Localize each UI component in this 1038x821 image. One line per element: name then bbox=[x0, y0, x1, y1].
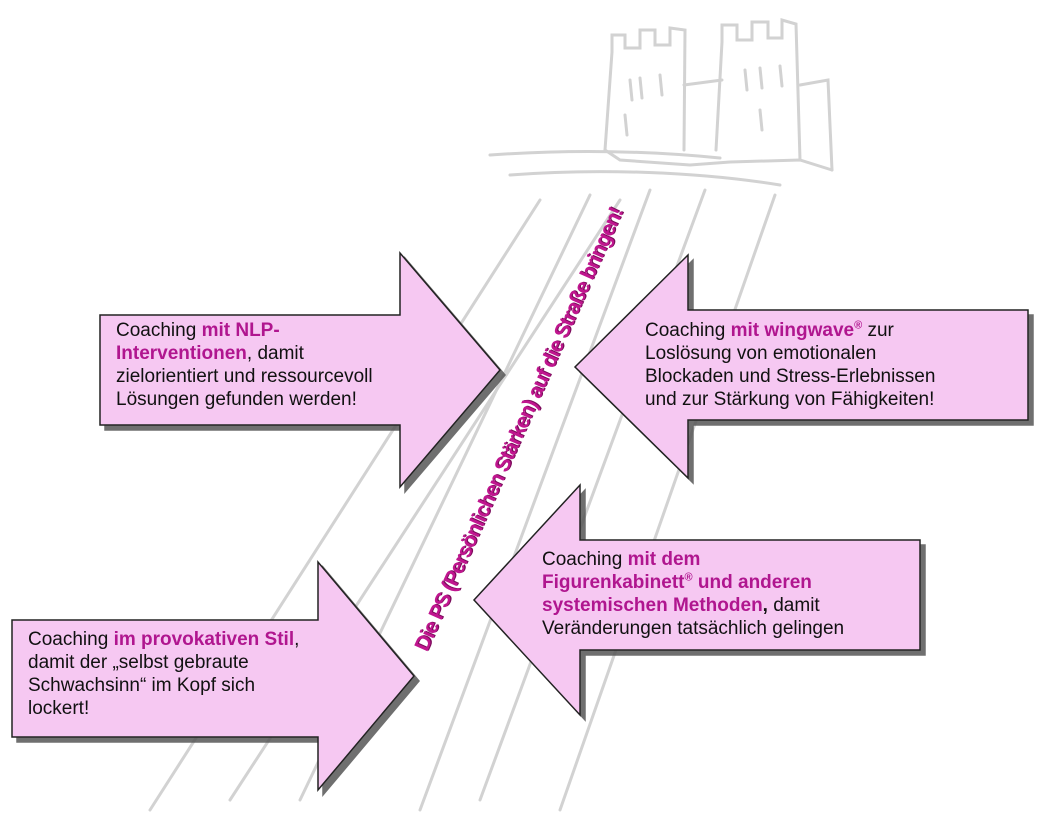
nlp-text-1: , damit bbox=[246, 343, 304, 364]
nlp-text-2: zielorientiert und ressourcevoll bbox=[116, 366, 373, 387]
provokativ-highlight: im provokativen Stil bbox=[113, 629, 295, 650]
provokativ-comma: , bbox=[294, 629, 300, 650]
figuren-registered: ® bbox=[684, 571, 693, 584]
nlp-prefix: Coaching bbox=[116, 320, 202, 341]
arrow-nlp bbox=[99, 250, 501, 490]
figuren-comma: , bbox=[762, 595, 768, 616]
figuren-text-1: damit bbox=[767, 595, 820, 616]
arrow-wingwave-text: Coaching mit wingwave® zur Loslösung von… bbox=[645, 319, 935, 411]
arrow-figurenkabinett-text: Coaching mit dem Figurenkabinett® und an… bbox=[542, 548, 844, 640]
nlp-highlight-1: mit NLP- bbox=[201, 320, 280, 341]
wingwave-text-3: Blockaden und Stress-Erlebnissen bbox=[645, 366, 936, 387]
arrow-figurenkabinett bbox=[472, 483, 921, 717]
provokativ-prefix: Coaching bbox=[28, 629, 114, 650]
provokativ-text-1: damit der „selbst gebraute bbox=[28, 652, 249, 673]
figuren-highlight-1: mit dem bbox=[627, 549, 701, 570]
arrow-provokativ bbox=[11, 559, 415, 793]
arrow-wingwave bbox=[573, 253, 1029, 480]
arrow-nlp-text: Coaching mit NLP- Interventionen, damit … bbox=[116, 319, 373, 411]
wingwave-text-2: Loslösung von emotionalen bbox=[645, 343, 877, 364]
figuren-highlight-2: Figurenkabinett bbox=[542, 572, 685, 593]
wingwave-prefix: Coaching bbox=[645, 320, 731, 341]
figuren-highlight-3: und anderen bbox=[692, 572, 812, 593]
wingwave-text-4: und zur Stärkung von Fähigkeiten! bbox=[645, 389, 935, 410]
provokativ-text-3: lockert! bbox=[28, 698, 90, 719]
provokativ-text-2: Schwachsinn“ im Kopf sich bbox=[28, 675, 256, 696]
wingwave-registered: ® bbox=[854, 319, 863, 332]
figuren-prefix: Coaching bbox=[542, 549, 628, 570]
figuren-text-2: Veränderungen tatsächlich gelingen bbox=[542, 618, 845, 639]
nlp-highlight-2: Interventionen bbox=[116, 343, 247, 364]
wingwave-highlight: mit wingwave bbox=[730, 320, 855, 341]
wingwave-text-1: zur bbox=[862, 320, 894, 341]
figuren-highlight-4: systemischen Methoden bbox=[542, 595, 763, 616]
nlp-text-3: Lösungen gefunden werden! bbox=[116, 389, 357, 410]
arrow-provokativ-text: Coaching im provokativen Stil, damit der… bbox=[28, 628, 299, 720]
